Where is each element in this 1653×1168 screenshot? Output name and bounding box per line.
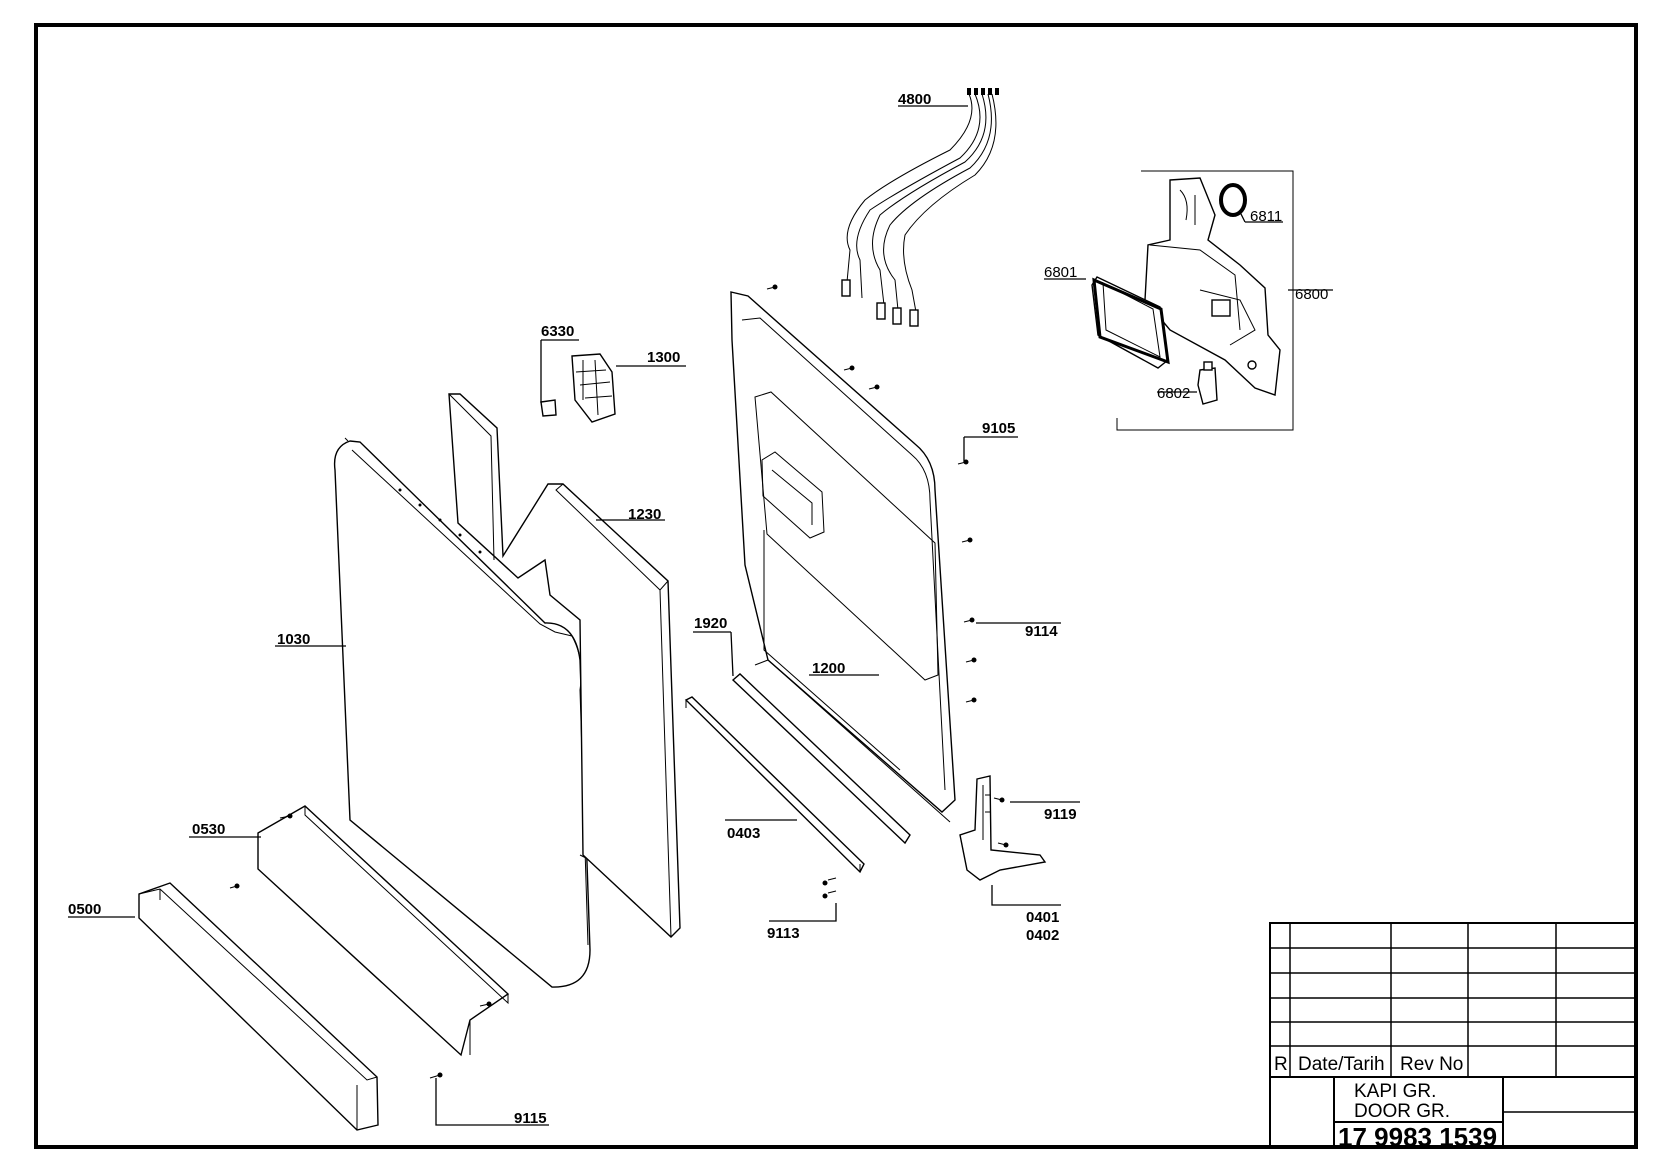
part-4800-cable-harness <box>841 88 999 327</box>
title-english: DOOR GR. <box>1354 1101 1450 1122</box>
part-6800-dispenser <box>1091 177 1281 405</box>
part-1920-strip <box>731 673 911 845</box>
date-column-header: Date/Tarih <box>1298 1054 1385 1075</box>
rev-no-column-header: Rev No <box>1400 1054 1463 1075</box>
label-6811: 6811 <box>1250 208 1282 225</box>
part-labels: 4800 6811 6801 6800 6802 6330 1300 9105 … <box>68 91 1328 1127</box>
title-block: R Date/Tarih Rev No KAPI GR. DOOR GR. 17… <box>1269 922 1637 1152</box>
label-1030: 1030 <box>277 631 310 648</box>
label-0530: 0530 <box>192 821 225 838</box>
label-6330: 6330 <box>541 323 574 340</box>
drawing-number: 17 9983 1539 <box>1338 1122 1497 1152</box>
label-1920: 1920 <box>694 615 727 632</box>
screws <box>766 284 1009 899</box>
label-0402: 0402 <box>1026 927 1059 944</box>
label-9115: 9115 <box>514 1110 547 1127</box>
part-0500-plinth <box>138 882 379 1131</box>
label-0401: 0401 <box>1026 909 1059 926</box>
label-1300: 1300 <box>647 349 680 366</box>
drawing-border <box>34 23 1638 1149</box>
label-6802: 6802 <box>1157 385 1190 402</box>
label-4800: 4800 <box>898 91 931 108</box>
label-9119: 9119 <box>1044 806 1077 823</box>
part-1030-outer-door <box>333 437 591 988</box>
part-1300-door-latch <box>540 353 616 423</box>
part-0401-hinge <box>959 775 1047 881</box>
title-turkish: KAPI GR. <box>1354 1081 1436 1102</box>
part-0530-kickplate <box>229 805 510 1079</box>
label-0403: 0403 <box>727 825 760 842</box>
leader-lines <box>68 105 1333 1126</box>
label-6801: 6801 <box>1044 264 1077 281</box>
revision-letter: R <box>1274 1054 1288 1075</box>
part-0403-strip <box>684 696 865 874</box>
label-1200: 1200 <box>812 660 845 677</box>
label-1230: 1230 <box>628 506 661 523</box>
label-6800: 6800 <box>1295 286 1328 303</box>
label-9114: 9114 <box>1025 623 1058 640</box>
label-9105: 9105 <box>982 420 1015 437</box>
label-0500: 0500 <box>68 901 101 918</box>
part-1200-inner-door <box>730 291 956 823</box>
part-1230-door-gasket <box>448 393 681 938</box>
label-9113: 9113 <box>767 925 800 942</box>
